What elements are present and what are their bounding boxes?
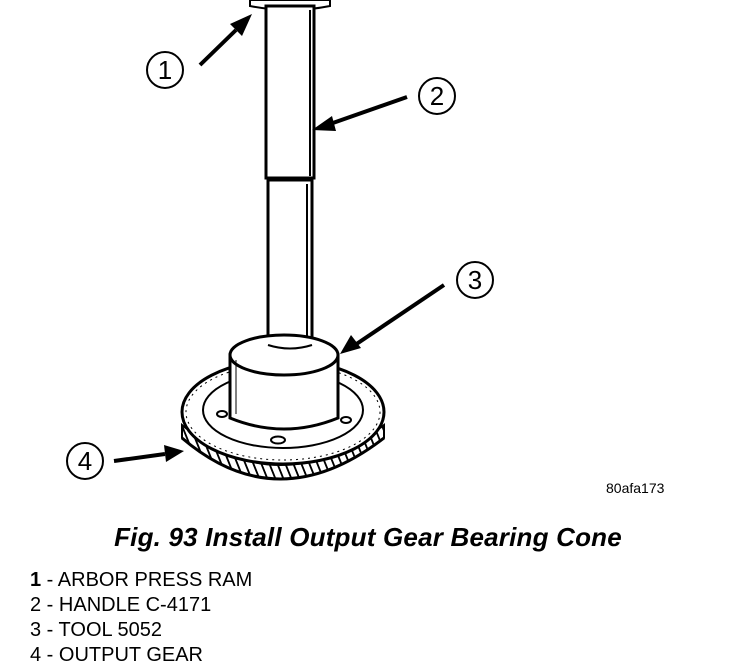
legend-number: 2 [30,594,42,616]
technical-illustration: 1 2 3 4 [66,0,494,481]
legend-number: 1 [30,569,42,591]
legend-label: ARBOR PRESS RAM [57,569,253,591]
callout-3-number: 3 [468,265,482,295]
callout-3: 3 [340,261,494,354]
legend-separator: - [41,619,59,641]
legend-item: 2 - HANDLE C-4171 [30,593,252,618]
callout-4: 4 [66,442,184,480]
handle-shaft [264,4,316,366]
legend-separator: - [41,644,59,666]
callout-1: 1 [146,14,252,89]
tool-5052 [228,333,340,431]
legend-item: 4 - OUTPUT GEAR [30,643,252,668]
callout-1-number: 1 [158,55,172,85]
callout-legend: 1 - ARBOR PRESS RAM 2 - HANDLE C-4171 3 … [30,568,252,668]
callout-2: 2 [312,77,456,131]
figure-id: 80afa173 [606,480,665,496]
legend-number: 3 [30,619,42,641]
callout-2-number: 2 [430,81,444,111]
legend-number: 4 [30,644,42,666]
legend-separator: - [41,594,59,616]
legend-item: 3 - TOOL 5052 [30,618,252,643]
figure-caption: Fig. 93 Install Output Gear Bearing Cone [114,522,622,552]
legend-separator: - [41,569,58,591]
legend-item: 1 - ARBOR PRESS RAM [30,568,252,593]
legend-label: TOOL 5052 [58,619,162,641]
legend-label: HANDLE C-4171 [58,594,212,616]
legend-label: OUTPUT GEAR [58,644,203,666]
callout-4-number: 4 [78,446,92,476]
